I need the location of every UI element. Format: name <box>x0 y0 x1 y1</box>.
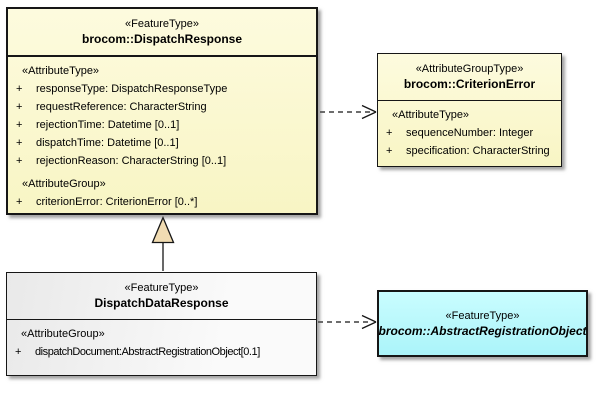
dependency-dispatchresponse-to-criterionerror[interactable] <box>320 104 377 120</box>
section-header-attributetype: «AttributeType» <box>392 109 470 121</box>
attribute-row[interactable]: + requestReference: CharacterString <box>14 98 313 116</box>
attribute-text: rejectionTime: Datetime [0..1] <box>36 119 180 131</box>
attribute-text: dispatchDocument:AbstractRegistrationObj… <box>35 346 260 358</box>
class-dispatch-response[interactable]: «FeatureType» brocom::DispatchResponse «… <box>6 7 318 215</box>
class-name: DispatchDataResponse <box>94 296 229 310</box>
attribute-compartment: «AttributeGroup» + dispatchDocument:Abst… <box>7 320 316 361</box>
class-dispatch-data-response[interactable]: «FeatureType» DispatchDataResponse «Attr… <box>6 272 317 376</box>
attribute-text: requestReference: CharacterString <box>36 101 207 113</box>
attribute-text: dispatchTime: Datetime [0..1] <box>36 137 179 149</box>
attribute-compartment: «AttributeType» + responseType: Dispatch… <box>8 57 316 211</box>
visibility-marker: + <box>15 346 22 358</box>
class-name: brocom::AbstractRegistrationObject <box>378 323 587 338</box>
class-title-compartment: «FeatureType» brocom::DispatchResponse <box>8 9 316 57</box>
attribute-text: rejectionReason: CharacterString [0..1] <box>36 155 227 167</box>
attribute-text: specification: CharacterString <box>406 145 550 157</box>
visibility-marker: + <box>16 137 23 149</box>
stereotype-label: «AttributeGroupType» <box>415 63 524 75</box>
class-title-compartment: «FeatureType» DispatchDataResponse <box>7 273 316 320</box>
visibility-marker: + <box>16 155 23 167</box>
class-criterion-error[interactable]: «AttributeGroupType» brocom::CriterionEr… <box>377 53 562 167</box>
stereotype-label: «FeatureType» <box>124 282 199 294</box>
visibility-marker: + <box>386 127 393 139</box>
attribute-row[interactable]: + responseType: DispatchResponseType <box>14 80 313 98</box>
attribute-row[interactable]: + dispatchDocument:AbstractRegistrationO… <box>13 343 313 361</box>
class-abstract-registration-object[interactable]: «FeatureType» brocom::AbstractRegistrati… <box>377 290 588 357</box>
section-header-attributetype: «AttributeType» <box>22 65 100 77</box>
section-header-attributegroup: «AttributeGroup» <box>21 328 105 340</box>
attribute-row[interactable]: + dispatchTime: Datetime [0..1] <box>14 134 313 152</box>
section-header-attributegroup: «AttributeGroup» <box>22 178 106 190</box>
attribute-row[interactable]: + specification: CharacterString <box>384 142 558 160</box>
attribute-row[interactable]: + rejectionReason: CharacterString [0..1… <box>14 152 313 170</box>
visibility-marker: + <box>16 196 23 208</box>
attribute-compartment: «AttributeType» + sequenceNumber: Intege… <box>378 101 561 160</box>
visibility-marker: + <box>16 101 23 113</box>
attribute-row[interactable]: + criterionError: CriterionError [0..*] <box>14 193 313 211</box>
attribute-row[interactable]: + rejectionTime: Datetime [0..1] <box>14 116 313 134</box>
attribute-text: responseType: DispatchResponseType <box>36 83 228 95</box>
attribute-text: criterionError: CriterionError [0..*] <box>36 196 198 208</box>
class-title-compartment: «AttributeGroupType» brocom::CriterionEr… <box>378 54 561 101</box>
visibility-marker: + <box>386 145 393 157</box>
stereotype-label: «FeatureType» <box>445 309 520 322</box>
class-name: brocom::CriterionError <box>403 77 536 91</box>
generalization-dispatchdataresponse-to-dispatchresponse[interactable] <box>151 215 175 272</box>
class-name: brocom::DispatchResponse <box>81 32 243 46</box>
attribute-text: sequenceNumber: Integer <box>406 127 534 139</box>
attribute-row[interactable]: + sequenceNumber: Integer <box>384 124 558 142</box>
visibility-marker: + <box>16 119 23 131</box>
stereotype-label: «FeatureType» <box>125 18 199 30</box>
visibility-marker: + <box>16 83 23 95</box>
dependency-dispatchdataresponse-to-abstractregistrationobject[interactable] <box>318 314 377 330</box>
